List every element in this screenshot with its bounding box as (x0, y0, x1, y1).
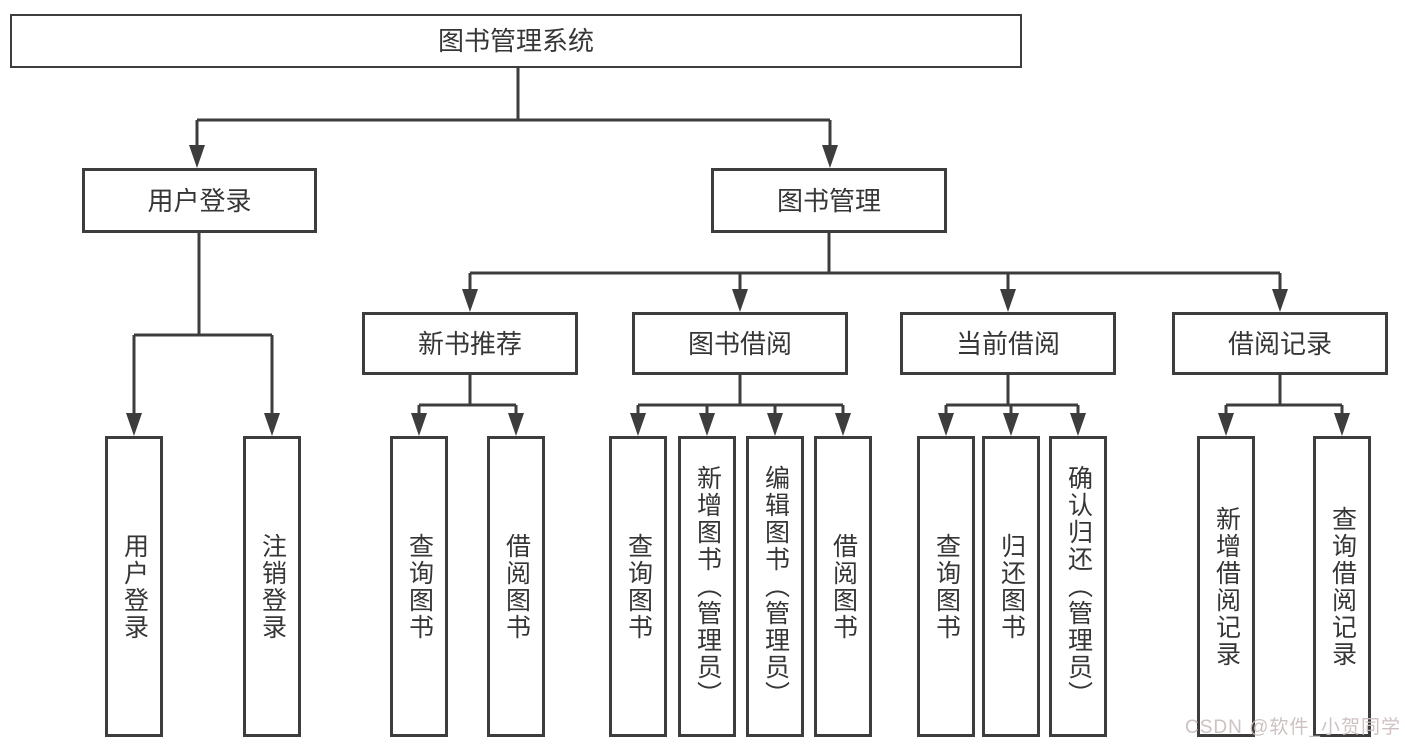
leaf-add-borrow-record-label: 新增借阅记录 (1212, 505, 1241, 668)
leaf-user-login-label: 用户登录 (120, 532, 149, 641)
node-book-borrowing: 图书借阅 (632, 312, 848, 375)
leaf-return-books: 归还图书 (982, 436, 1040, 737)
leaf-add-borrow-record: 新增借阅记录 (1197, 436, 1255, 737)
node-book-management: 图书管理 (711, 168, 947, 233)
connector-current-borrowing-to-leaves (944, 375, 1080, 418)
connector-book-borrowing-to-leaves (636, 375, 845, 418)
leaf-logout: 注销登录 (243, 436, 301, 737)
node-book-management-label: 图书管理 (776, 185, 881, 216)
node-borrow-records: 借阅记录 (1172, 312, 1388, 375)
leaf-query-books-recommend: 查询图书 (390, 436, 448, 737)
leaf-query-borrow-record-label: 查询借阅记录 (1328, 505, 1357, 668)
node-root-system: 图书管理系统 (10, 14, 1022, 68)
node-root-label: 图书管理系统 (437, 26, 594, 56)
leaf-add-books-admin-label: 新增图书（管理员） (693, 465, 722, 708)
leaf-edit-books-admin: 编辑图书（管理员） (746, 436, 804, 737)
leaf-query-books-current: 查询图书 (917, 436, 975, 737)
node-book-borrowing-label: 图书借阅 (687, 328, 792, 359)
node-borrow-records-label: 借阅记录 (1227, 328, 1332, 359)
node-current-borrowing: 当前借阅 (900, 312, 1116, 375)
leaf-query-books-borrowing: 查询图书 (609, 436, 667, 737)
leaf-add-books-admin: 新增图书（管理员） (678, 436, 736, 737)
connector-user-login-to-leaves (132, 233, 274, 418)
node-new-book-recommend: 新书推荐 (362, 312, 578, 375)
leaf-query-books-current-label: 查询图书 (932, 532, 961, 641)
node-user-login-label: 用户登录 (147, 185, 252, 216)
leaf-borrow-books-borrowing: 借阅图书 (814, 436, 872, 737)
connector-root-to-level2 (195, 68, 832, 150)
leaf-query-books-recommend-label: 查询图书 (405, 532, 434, 641)
leaf-borrow-books-recommend-label: 借阅图书 (502, 532, 531, 641)
leaf-query-borrow-record: 查询借阅记录 (1313, 436, 1371, 737)
csdn-watermark: CSDN @软件_小贺同学 (1185, 717, 1401, 738)
leaf-borrow-books-borrowing-label: 借阅图书 (829, 532, 858, 641)
leaf-confirm-return-admin-label: 确认归还（管理员） (1064, 465, 1093, 708)
connector-borrow-records-to-leaves (1224, 375, 1344, 418)
connector-book-management-to-level3 (468, 233, 1282, 294)
arrowheads (126, 145, 1350, 436)
leaf-return-books-label: 归还图书 (997, 532, 1026, 641)
leaf-confirm-return-admin: 确认归还（管理员） (1049, 436, 1107, 737)
leaf-borrow-books-recommend: 借阅图书 (487, 436, 545, 737)
connector-new-book-recommend-to-leaves (417, 375, 518, 418)
node-new-book-recommend-label: 新书推荐 (417, 328, 522, 359)
leaf-edit-books-admin-label: 编辑图书（管理员） (761, 465, 790, 708)
leaf-logout-label: 注销登录 (258, 532, 287, 641)
leaf-query-books-borrowing-label: 查询图书 (624, 532, 653, 641)
node-user-login: 用户登录 (82, 168, 317, 233)
leaf-user-login: 用户登录 (105, 436, 163, 737)
node-current-borrowing-label: 当前借阅 (955, 328, 1060, 359)
